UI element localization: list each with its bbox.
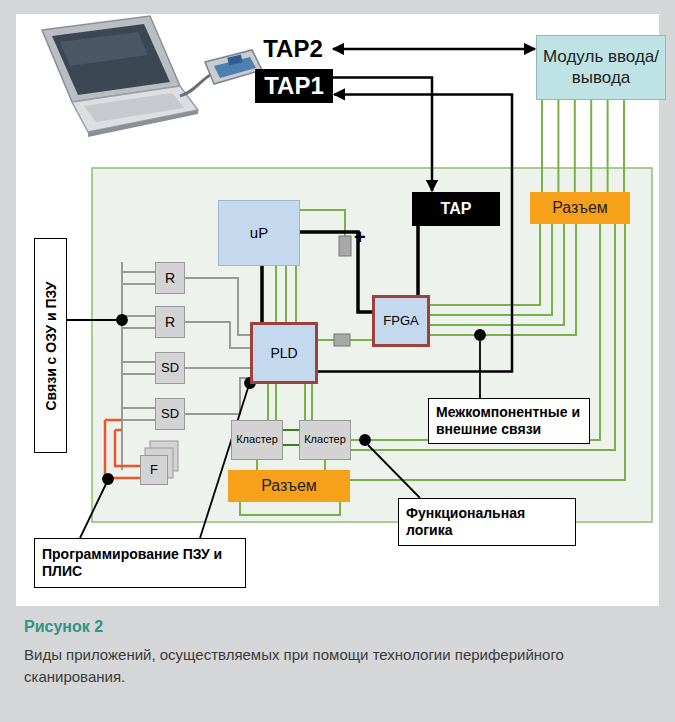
- cluster-box: Кластер: [299, 420, 351, 460]
- node-label: uP: [250, 224, 268, 242]
- node-label: TAP1: [264, 72, 324, 101]
- node-label: TAP2: [263, 35, 323, 64]
- tap-label: TAP2: [255, 32, 331, 67]
- tap-label: TAP1: [255, 69, 333, 104]
- fpga-box: FPGA: [372, 295, 430, 347]
- white-panel: [16, 14, 659, 606]
- memory-chip: R: [155, 306, 185, 338]
- callout-box: Функциональная логика: [398, 498, 576, 546]
- callout-box: Связи с ОЗУ и ПЗУ: [34, 238, 67, 453]
- resistor-symbol: [339, 236, 351, 256]
- flash-wires: [105, 420, 140, 478]
- node-label: TAP: [441, 199, 472, 218]
- resistor-symbol: [334, 334, 350, 346]
- connector-box: Разъем: [530, 192, 630, 224]
- node-label: R: [165, 314, 175, 331]
- node-label: Модуль ввода/вывода: [537, 47, 665, 88]
- callout-text: Связи с ОЗУ и ПЗУ: [42, 281, 59, 410]
- callout-text: Программирование ПЗУ и ПЛИС: [42, 546, 238, 580]
- node-label: Кластер: [236, 433, 278, 446]
- node-label: SD: [161, 360, 179, 376]
- tap-port-box: TAP: [412, 192, 500, 226]
- figure-caption: Виды приложений, осуществляемых при помо…: [24, 644, 644, 688]
- laptop-illustration: [42, 16, 262, 137]
- callout-text: Межкомпонентные и внешние связи: [436, 404, 582, 438]
- processor-box: uP: [218, 200, 300, 266]
- connector: [542, 100, 624, 192]
- function-wires: [282, 430, 300, 445]
- connector: [418, 226, 419, 295]
- memory-chip: SD: [155, 398, 185, 430]
- io-module-box: Модуль ввода/вывода: [536, 35, 666, 100]
- polarity-sign: +: [354, 226, 366, 249]
- connector: [333, 78, 432, 191]
- memory-chip: SD: [155, 352, 185, 384]
- figure-title: Рисунок 2: [24, 618, 103, 636]
- memory-chip: R: [155, 262, 185, 294]
- circuit-board: [92, 168, 652, 522]
- callout-box: Межкомпонентные и внешние связи: [428, 398, 590, 444]
- node-label: Разъем: [261, 476, 317, 495]
- node-label: SD: [161, 406, 179, 422]
- node-label: FPGA: [383, 313, 418, 329]
- callout-box: Программирование ПЗУ и ПЛИС: [34, 538, 246, 588]
- connector: [333, 48, 535, 49]
- node-label: Разъем: [552, 198, 608, 217]
- connector: [262, 266, 263, 322]
- cluster-box: Кластер: [231, 420, 283, 460]
- node-label: PLD: [270, 345, 297, 362]
- node-label: F: [150, 462, 158, 478]
- callout-text: Функциональная логика: [406, 505, 568, 539]
- flash-chip: F: [140, 455, 168, 485]
- connector-box: Разъем: [228, 470, 350, 502]
- pld-box: PLD: [250, 322, 318, 384]
- node-label: Кластер: [304, 433, 346, 446]
- node-label: R: [165, 270, 175, 287]
